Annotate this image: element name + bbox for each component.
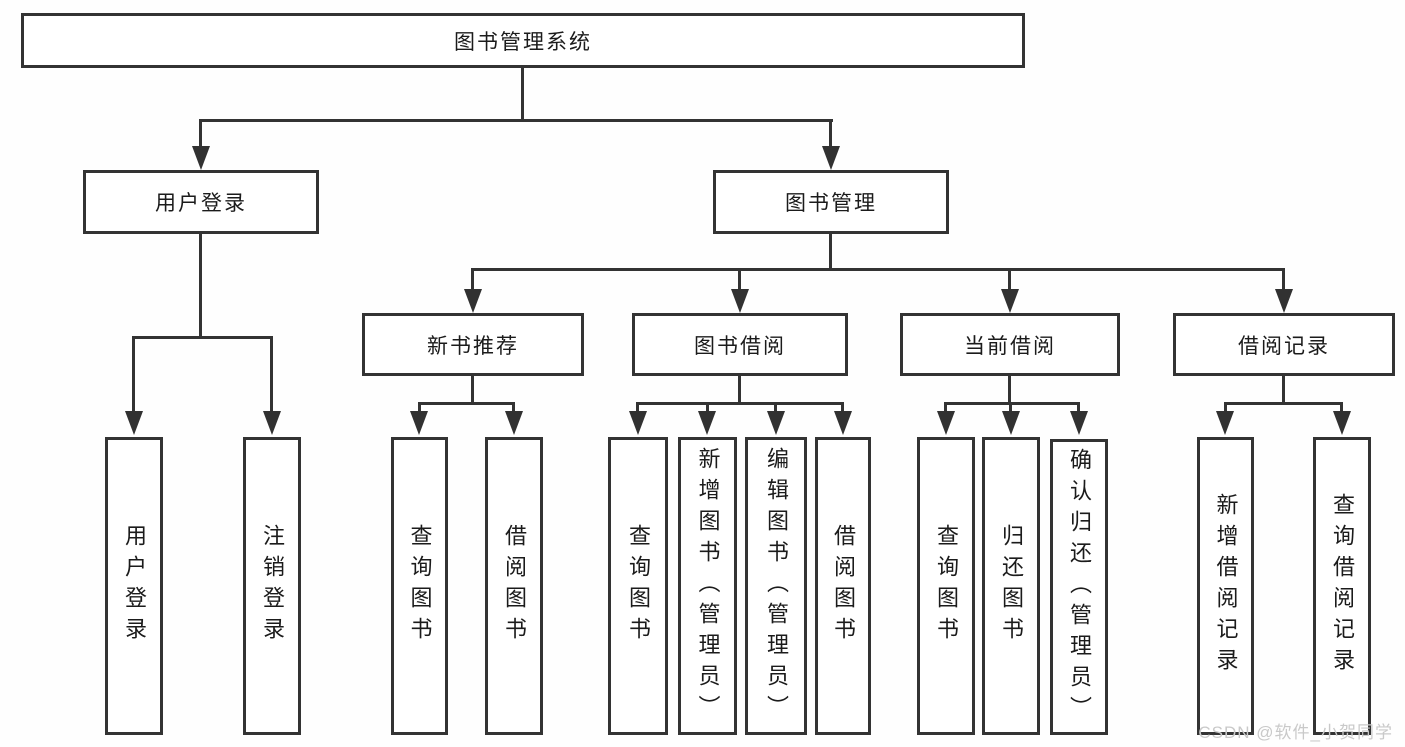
connector-stem xyxy=(132,336,135,415)
arrowhead-down-icon xyxy=(937,411,955,435)
leaf-user-login: 用户登录 xyxy=(105,437,163,735)
watermark: CSDN @软件_小贺同学 xyxy=(1198,723,1393,742)
arrowhead-down-icon xyxy=(1070,411,1088,435)
connector-stem xyxy=(1009,402,1012,415)
connector-stem xyxy=(636,402,639,415)
leaf-confirm-return-admin: 确认归还（管理员） xyxy=(1050,439,1108,735)
arrowhead-down-icon xyxy=(698,411,716,435)
leaf-add-borrow-record: 新增借阅记录 xyxy=(1197,437,1254,735)
arrowhead-down-icon xyxy=(1333,411,1351,435)
connector-stem xyxy=(1008,374,1011,405)
connector-stem xyxy=(512,402,515,415)
connector-root-split xyxy=(199,119,833,122)
leaf-add-book-admin: 新增图书（管理员） xyxy=(678,437,737,735)
connector-stem xyxy=(706,402,709,415)
connector-stem xyxy=(1224,402,1227,415)
connector-stem xyxy=(774,402,777,415)
connector-stem xyxy=(738,374,741,405)
arrowhead-down-icon xyxy=(1275,289,1293,313)
arrowhead-down-icon xyxy=(1002,411,1020,435)
arrowhead-down-icon xyxy=(629,411,647,435)
node-current-borrowing: 当前借阅 xyxy=(900,313,1120,376)
leaf-query-books-borrowing: 查询图书 xyxy=(608,437,668,735)
connector-stem xyxy=(841,402,844,415)
connector-stem xyxy=(829,232,832,271)
connector-stem xyxy=(471,268,474,292)
arrowhead-down-icon xyxy=(410,411,428,435)
node-borrow-records: 借阅记录 xyxy=(1173,313,1395,376)
node-library-management-system: 图书管理系统 xyxy=(21,13,1025,68)
leaf-edit-book-admin: 编辑图书（管理员） xyxy=(745,437,807,735)
connector-stem xyxy=(944,402,947,415)
leaf-borrow-books-recommend: 借阅图书 xyxy=(485,437,543,735)
connector-stem xyxy=(829,119,832,149)
connector-stem xyxy=(418,402,421,415)
arrowhead-down-icon xyxy=(505,411,523,435)
connector-stem xyxy=(199,119,202,149)
leaf-borrow-books: 借阅图书 xyxy=(815,437,871,735)
leaf-query-books-recommend: 查询图书 xyxy=(391,437,448,735)
connector-stem xyxy=(738,268,741,292)
arrowhead-down-icon xyxy=(731,289,749,313)
arrowhead-down-icon xyxy=(1001,289,1019,313)
arrowhead-down-icon xyxy=(464,289,482,313)
connector-split xyxy=(1224,402,1343,405)
node-new-book-recommend: 新书推荐 xyxy=(362,313,584,376)
arrowhead-down-icon xyxy=(767,411,785,435)
node-user-login: 用户登录 xyxy=(83,170,319,234)
connector-stem xyxy=(1340,402,1343,415)
connector-stem xyxy=(1077,402,1080,415)
leaf-return-books: 归还图书 xyxy=(982,437,1040,735)
connector-stem xyxy=(471,374,474,405)
arrowhead-down-icon xyxy=(192,146,210,170)
leaf-query-borrow-record: 查询借阅记录 xyxy=(1313,437,1371,735)
leaf-logout: 注销登录 xyxy=(243,437,301,735)
connector-stem xyxy=(199,232,202,339)
connector-split xyxy=(132,336,273,339)
arrowhead-down-icon xyxy=(1216,411,1234,435)
arrowhead-down-icon xyxy=(834,411,852,435)
connector-stem xyxy=(1282,374,1285,405)
arrowhead-down-icon xyxy=(263,411,281,435)
connector-root-stem xyxy=(521,66,524,122)
arrowhead-down-icon xyxy=(822,146,840,170)
node-book-management: 图书管理 xyxy=(713,170,949,234)
arrowhead-down-icon xyxy=(125,411,143,435)
connector-stem xyxy=(270,336,273,415)
connector-split xyxy=(944,402,1080,405)
connector-stem xyxy=(1008,268,1011,292)
connector-split xyxy=(418,402,515,405)
leaf-query-books-current: 查询图书 xyxy=(917,437,975,735)
connector-stem xyxy=(1282,268,1285,292)
connector-split xyxy=(636,402,844,405)
connector-split xyxy=(471,268,1285,271)
node-book-borrowing: 图书借阅 xyxy=(632,313,848,376)
